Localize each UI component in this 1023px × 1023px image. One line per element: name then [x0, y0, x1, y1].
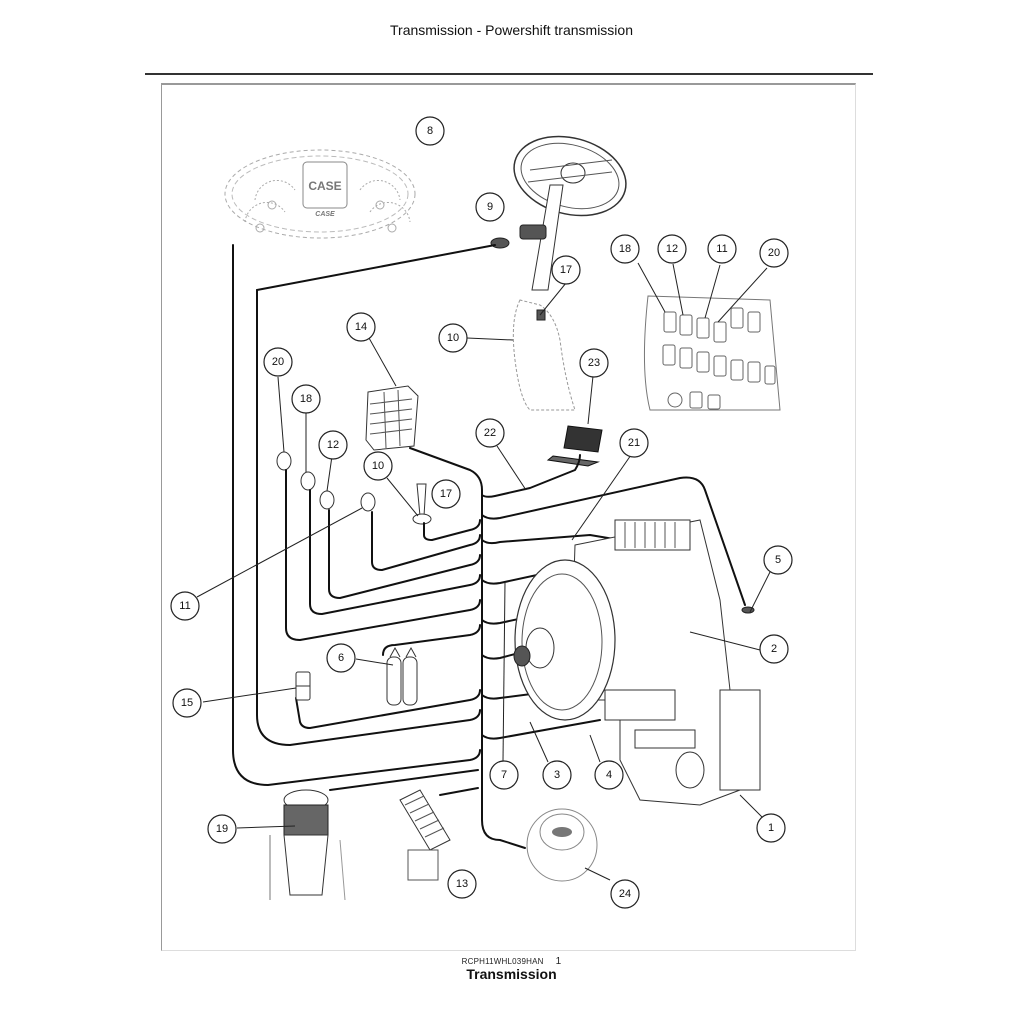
svg-text:12: 12 [327, 439, 339, 451]
powershift-transmission [513, 519, 761, 806]
figure-number: 1 [555, 956, 562, 967]
callout-12-panel: 12 [657, 234, 687, 264]
loader-joystick [269, 789, 346, 901]
callout-18-panel: 18 [610, 234, 640, 264]
svg-text:11: 11 [179, 600, 190, 612]
svg-text:20: 20 [272, 356, 284, 368]
callout-4: 4 [594, 760, 624, 790]
figure-caption: Transmission [466, 966, 557, 982]
wiring-harness [232, 244, 746, 849]
svg-text:10: 10 [447, 332, 459, 344]
callout-15: 15 [172, 688, 202, 718]
svg-text:24: 24 [619, 888, 631, 900]
svg-text:2: 2 [771, 643, 777, 655]
callout-23: 23 [579, 348, 609, 378]
diagnostic-laptop [546, 425, 603, 467]
callout-7: 7 [489, 760, 519, 790]
svg-text:8: 8 [427, 125, 433, 137]
svg-text:7: 7 [501, 769, 507, 781]
callout-18-connector: 18 [291, 384, 321, 414]
shift-lever [412, 483, 432, 525]
svg-text:5: 5 [775, 554, 781, 566]
callout-17-lever: 17 [431, 479, 461, 509]
svg-text:19: 19 [216, 823, 228, 835]
callout-24: 24 [610, 879, 640, 909]
svg-text:12: 12 [666, 243, 678, 255]
callout-11-connector: 11 [170, 591, 200, 621]
svg-text:23: 23 [588, 357, 600, 369]
svg-text:17: 17 [440, 488, 452, 500]
header-rule [145, 73, 873, 75]
svg-text:14: 14 [355, 321, 367, 333]
callout-10-console: 10 [438, 323, 468, 353]
callout-11-panel: 11 [707, 234, 737, 264]
callout-8: 8 [415, 116, 445, 146]
dash-display-logo: CASE [308, 179, 341, 193]
callout-20-connector: 20 [263, 347, 293, 377]
callout-14: 14 [346, 312, 376, 342]
callout-17-console: 17 [551, 255, 581, 285]
connector-15 [295, 671, 311, 701]
horn-button [526, 808, 598, 882]
svg-text:11: 11 [716, 243, 727, 255]
callout-6: 6 [326, 643, 356, 673]
callout-3: 3 [542, 760, 572, 790]
switch-connectors [276, 451, 376, 512]
svg-text:9: 9 [487, 201, 493, 213]
svg-text:18: 18 [619, 243, 631, 255]
callout-10-lever: 10 [363, 451, 393, 481]
svg-text:6: 6 [338, 652, 344, 664]
svg-text:1: 1 [768, 822, 774, 834]
callout-12-connector: 12 [318, 430, 348, 460]
callout-21: 21 [619, 428, 649, 458]
relays [386, 646, 418, 706]
callout-13: 13 [447, 869, 477, 899]
svg-text:3: 3 [554, 769, 560, 781]
page-header-title: Transmission - Powershift transmission [390, 22, 633, 38]
callout-1: 1 [756, 813, 786, 843]
callout-9: 9 [475, 192, 505, 222]
brake-pedal [399, 789, 451, 881]
callout-2: 2 [759, 634, 789, 664]
figure-code: RCPH11WHL039HAN [461, 957, 544, 966]
callout-22: 22 [475, 418, 505, 448]
dash-brand-logo: CASE [315, 211, 335, 218]
steering-column [490, 135, 627, 411]
callout-19: 19 [207, 814, 237, 844]
svg-text:13: 13 [456, 878, 468, 890]
svg-text:4: 4 [606, 769, 612, 781]
svg-text:18: 18 [300, 393, 312, 405]
leader-lines [196, 262, 772, 881]
callout-5: 5 [763, 545, 793, 575]
switch-panel [643, 295, 781, 411]
callout-20-panel: 20 [759, 238, 789, 268]
svg-text:15: 15 [181, 697, 193, 709]
svg-text:20: 20 [768, 247, 780, 259]
instrument-cluster: CASE CASE [224, 149, 416, 239]
figure-code-line: RCPH11WHL039HAN 1 [0, 956, 1023, 967]
svg-text:17: 17 [560, 264, 572, 276]
svg-text:21: 21 [628, 437, 640, 449]
svg-text:10: 10 [372, 460, 384, 472]
transmission-control-unit [365, 385, 419, 451]
svg-text:22: 22 [484, 427, 496, 439]
